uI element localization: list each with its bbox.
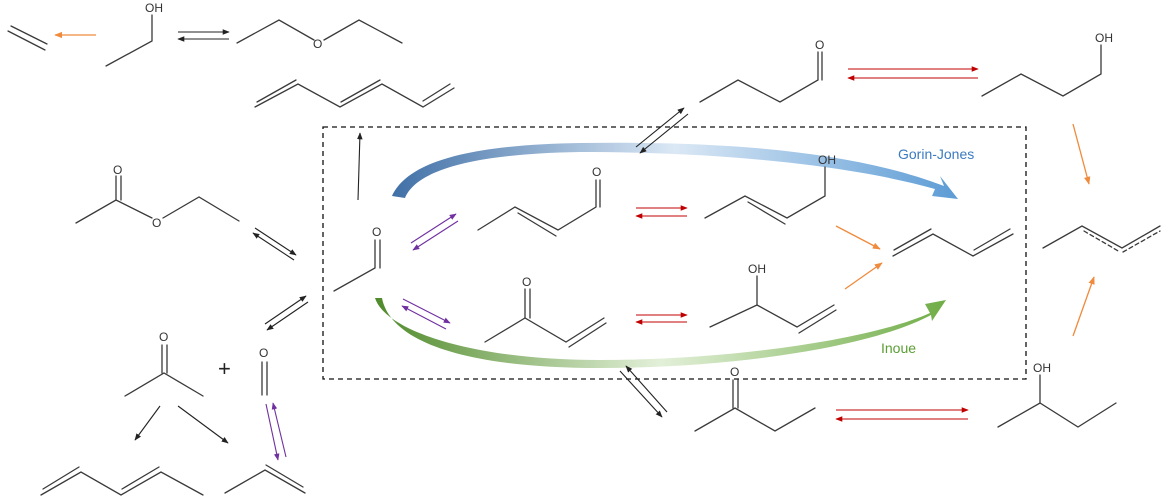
black-arrow-acetone-to-propylene <box>177 405 229 444</box>
orange-arrow-2-butanol-to-butenes <box>1072 276 1095 337</box>
2-butanol-molecule: OH <box>997 361 1117 428</box>
crotyl-hydroxyl-label: OH <box>818 153 836 167</box>
orange-arrow-mvc-to-butadiene <box>844 262 883 290</box>
butanol-hydroxyl-label: OH <box>1095 31 1113 45</box>
purple-equilibrium-acetaldehyde-crotonaldehyde <box>410 213 459 251</box>
methyl-vinyl-carbinol-molecule: OH <box>709 262 837 334</box>
crotonaldehyde-oxygen-label: O <box>592 165 601 179</box>
methyl-vinyl-ketone-molecule: O <box>484 275 607 348</box>
carbonyl-oxygen-label: O <box>113 163 122 177</box>
butanal-molecule: O <box>699 38 824 103</box>
formaldehyde-oxygen-label: O <box>259 346 268 360</box>
acetone-molecule: O <box>124 330 204 397</box>
methyl-ethyl-ketone-molecule: O <box>694 365 816 432</box>
acetaldehyde-oxygen-label: O <box>372 225 381 239</box>
butenes-molecule <box>1042 225 1161 253</box>
plus-sign: + <box>218 356 231 381</box>
gorin-jones-route-arrow <box>392 142 958 199</box>
mvc-hydroxyl-label: OH <box>748 262 766 276</box>
butanol-molecule: OH <box>981 31 1113 97</box>
red-equilibrium-crotonaldehyde-crotyl-alcohol <box>635 205 688 219</box>
red-equilibrium-butanal-butanol <box>847 66 979 81</box>
inoue-label: Inoue <box>881 340 916 356</box>
equilibrium-ethanol-ether <box>177 29 230 42</box>
black-arrow-acetaldehyde-to-hexatriene <box>357 132 363 201</box>
butanal-oxygen-label: O <box>815 38 824 52</box>
acetaldehyde-molecule: O <box>333 225 381 292</box>
ester-oxygen-label: O <box>152 216 161 230</box>
orange-arrow-butanol-to-butenes <box>1072 123 1091 185</box>
mvk-oxygen-label: O <box>522 275 531 289</box>
red-equilibrium-mek-2-butanol <box>835 407 969 422</box>
central-pathway-box <box>322 126 1027 380</box>
equilibrium-acetone-acetaldehyde <box>264 295 309 331</box>
diethyl-ether-molecule: O <box>236 19 403 51</box>
butadiene-molecule <box>892 228 1014 257</box>
2-butanol-hydroxyl-label: OH <box>1033 361 1051 375</box>
equilibrium-box-mek <box>619 365 668 418</box>
ethylene-molecule <box>7 25 48 51</box>
crotonaldehyde-molecule: O <box>477 165 601 237</box>
ether-oxygen-label: O <box>313 37 322 51</box>
propylene-molecule <box>224 464 306 494</box>
equilibrium-box-butanal <box>635 107 689 154</box>
equilibrium-ethyl-acetate-acetaldehyde <box>252 227 297 261</box>
gorin-jones-label: Gorin-Jones <box>898 146 974 162</box>
black-arrow-acetone-to-hexadiene <box>134 405 161 441</box>
ethyl-acetate-molecule: O O <box>75 163 240 230</box>
red-equilibrium-mvk-mvc <box>635 312 688 325</box>
hexatriene-molecule <box>254 79 455 108</box>
acetone-oxygen-label: O <box>159 330 168 344</box>
crotyl-alcohol-molecule: OH <box>704 153 836 225</box>
purple-equilibrium-formaldehyde-propylene <box>265 402 287 461</box>
hydroxyl-label: OH <box>145 1 163 15</box>
purple-equilibrium-acetaldehyde-mvk <box>401 298 451 330</box>
formaldehyde-molecule: O <box>259 346 268 396</box>
orange-arrow-crotyl-to-butadiene <box>835 225 881 250</box>
ethanol-molecule: OH <box>105 1 163 67</box>
inoue-route-arrow <box>375 298 946 368</box>
hexadiene-molecule <box>40 466 204 496</box>
mek-oxygen-label: O <box>730 365 739 379</box>
